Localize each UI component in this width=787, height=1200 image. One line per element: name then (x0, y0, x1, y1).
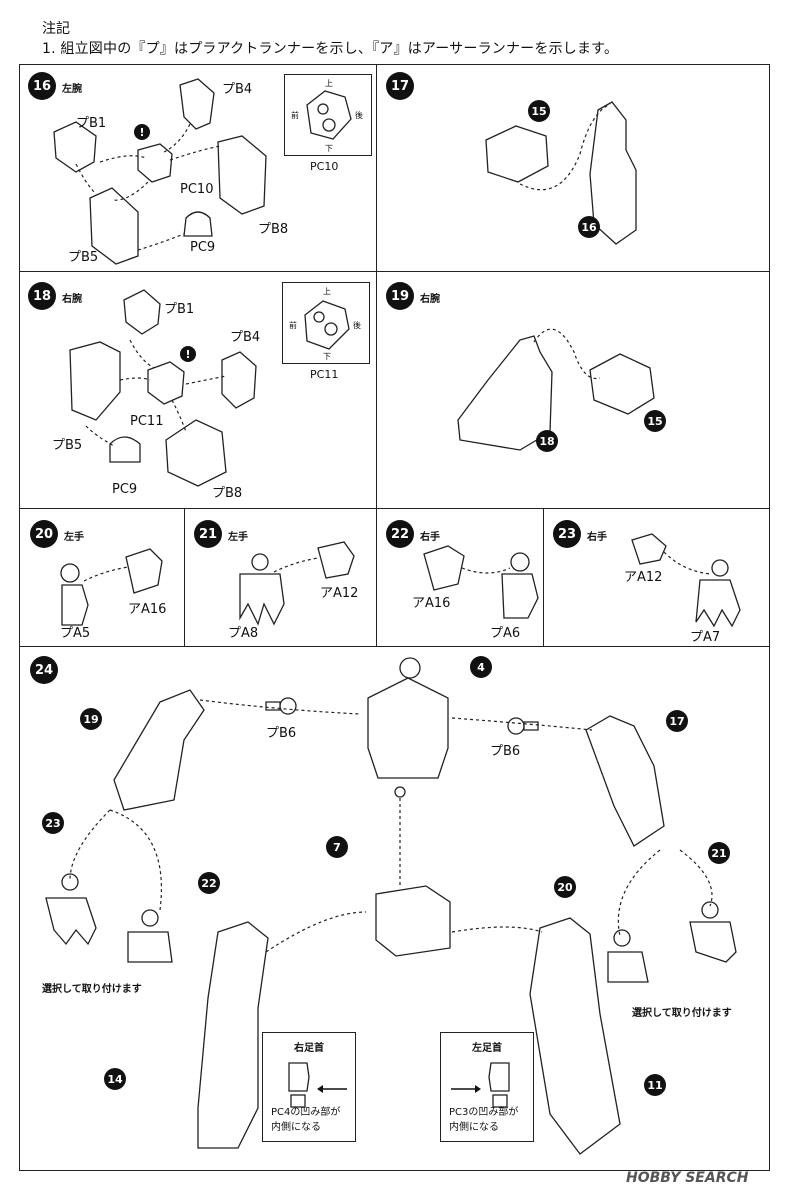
left-ankle-title: 左足首 (472, 1043, 502, 1054)
step-16-label-pc10: PC10 (180, 182, 214, 197)
orient-back: 後 (353, 321, 361, 330)
step-22-label-aa16: アA16 (412, 596, 451, 611)
right-ankle-inset: 右足首 PC4の凹み部が 内側になる (262, 1032, 356, 1142)
step-24-ref-23: 23 (42, 812, 64, 834)
step-24-label-pb6-left: プB6 (266, 726, 297, 741)
orient-back: 後 (355, 111, 363, 120)
step-19-ref-15: 15 (644, 410, 666, 432)
left-ankle-inset: 左足首 PC3の凹み部が 内側になる (440, 1032, 534, 1142)
orient-down: 下 (323, 352, 331, 361)
step-16-pc-orientation-box: 上 前 後 下 (284, 74, 372, 156)
step-20-label-pa5: プA5 (60, 626, 91, 641)
step-17-ref-16: 16 (578, 216, 600, 238)
step-24-ref-4: 4 (470, 656, 492, 678)
watermark: HOBBY SEARCH (626, 1170, 749, 1186)
right-ankle-note: PC4の凹み部が 内側になる (271, 1105, 351, 1135)
divider-row3 (19, 646, 770, 647)
step-18-label-pb8: プB8 (212, 486, 243, 501)
step-18-label-pb1: プB1 (164, 302, 195, 317)
left-ankle-note-line1: PC3の凹み部が (449, 1107, 519, 1118)
right-ankle-title: 右足首 (294, 1043, 324, 1054)
instruction-frame (19, 64, 770, 1171)
step-16-label-pc9: PC9 (190, 240, 216, 255)
step-21-label-pa8: プA8 (228, 626, 259, 641)
step-24-ref-19: 19 (80, 708, 102, 730)
step-19-drawing (457, 328, 655, 451)
step-17-drawing (485, 101, 637, 245)
step-21-label-aa12: アA12 (320, 586, 359, 601)
step-23-badge: 23 (553, 520, 581, 548)
right-ankle-note-line2: 内側になる (271, 1122, 321, 1133)
step-16-label-pb4: プB4 (222, 82, 253, 97)
step-22-label-pa6: プA6 (490, 626, 521, 641)
step-22-badge: 22 (386, 520, 414, 548)
step-23-side: 右手 (587, 532, 607, 543)
step-23-drawing (631, 533, 741, 628)
step-24-ref-14: 14 (104, 1068, 126, 1090)
step-24-ref-11: 11 (644, 1074, 666, 1096)
step-18-label-pb5: プB5 (52, 438, 83, 453)
step-16-pc-label: PC10 (310, 160, 339, 173)
step-21-drawing (239, 541, 355, 626)
step-22-side: 右手 (420, 532, 440, 543)
step-24-label-pb6-right: プB6 (490, 744, 521, 759)
left-ankle-note: PC3の凹み部が 内側になる (449, 1105, 529, 1135)
step-17-ref-15: 15 (528, 100, 550, 122)
step-24-select-note-right: 選択して取り付けます (632, 1008, 732, 1019)
step-16-label-pb5: プB5 (68, 250, 99, 265)
step-24-drawing (45, 657, 737, 1155)
step-24-ref-22: 22 (198, 872, 220, 894)
step-18-label-pb4: プB4 (230, 330, 261, 345)
step-17-badge: 17 (386, 72, 414, 100)
orient-down: 下 (325, 144, 333, 153)
step-20-drawing (60, 548, 163, 626)
step-18-pc-label: PC11 (310, 368, 339, 381)
divider-col-mid (376, 64, 377, 508)
step-18-caution-icon: ! (180, 346, 196, 362)
notes-title: 注記 (42, 21, 70, 37)
step-24-ref-20: 20 (554, 876, 576, 898)
step-18-drawing (69, 289, 257, 487)
step-16-side: 左腕 (62, 84, 82, 95)
step-21-badge: 21 (194, 520, 222, 548)
step-19-badge: 19 (386, 282, 414, 310)
divider-row1 (19, 271, 770, 272)
step-23-label-pa7: プA7 (690, 630, 721, 645)
left-ankle-note-line2: 内側になる (449, 1122, 499, 1133)
step-18-label-pc11: PC11 (130, 414, 164, 429)
step-21-side: 左手 (228, 532, 248, 543)
step-19-ref-18: 18 (536, 430, 558, 452)
step-20-side: 左手 (64, 532, 84, 543)
step-22-drawing (423, 545, 539, 619)
step-16-badge: 16 (28, 72, 56, 100)
step-16-label-pb8: プB8 (258, 222, 289, 237)
step-24-badge: 24 (30, 656, 58, 684)
step-18-label-pc9: PC9 (112, 482, 138, 497)
step-18-side: 右腕 (62, 294, 82, 305)
step-19-side: 右腕 (420, 294, 440, 305)
orient-front: 前 (291, 111, 299, 120)
right-ankle-note-line1: PC4の凹み部が (271, 1107, 341, 1118)
divider-row2 (19, 508, 770, 509)
divider-hand-3 (543, 508, 544, 646)
orient-up: 上 (323, 287, 331, 296)
step-24-select-note-left: 選択して取り付けます (42, 984, 142, 995)
step-20-badge: 20 (30, 520, 58, 548)
step-18-pc-orientation-box: 上 前 後 下 (282, 282, 370, 364)
step-24-ref-7: 7 (326, 836, 348, 858)
orient-up: 上 (325, 79, 333, 88)
step-20-label-aa16: アA16 (128, 602, 167, 617)
orient-front: 前 (289, 321, 297, 330)
divider-hand-1 (184, 508, 185, 646)
step-16-caution-icon: ! (134, 124, 150, 140)
step-24-ref-17: 17 (666, 710, 688, 732)
divider-hand-2 (376, 508, 377, 646)
step-18-badge: 18 (28, 282, 56, 310)
step-16-drawing (53, 78, 267, 265)
step-23-label-aa12: アA12 (624, 570, 663, 585)
step-24-ref-21: 21 (708, 842, 730, 864)
step-16-label-pb1: プB1 (76, 116, 107, 131)
notes-line-1: 1. 組立図中の『プ』はプラアクトランナーを示し、『ア』はアーサーランナーを示し… (42, 41, 619, 57)
